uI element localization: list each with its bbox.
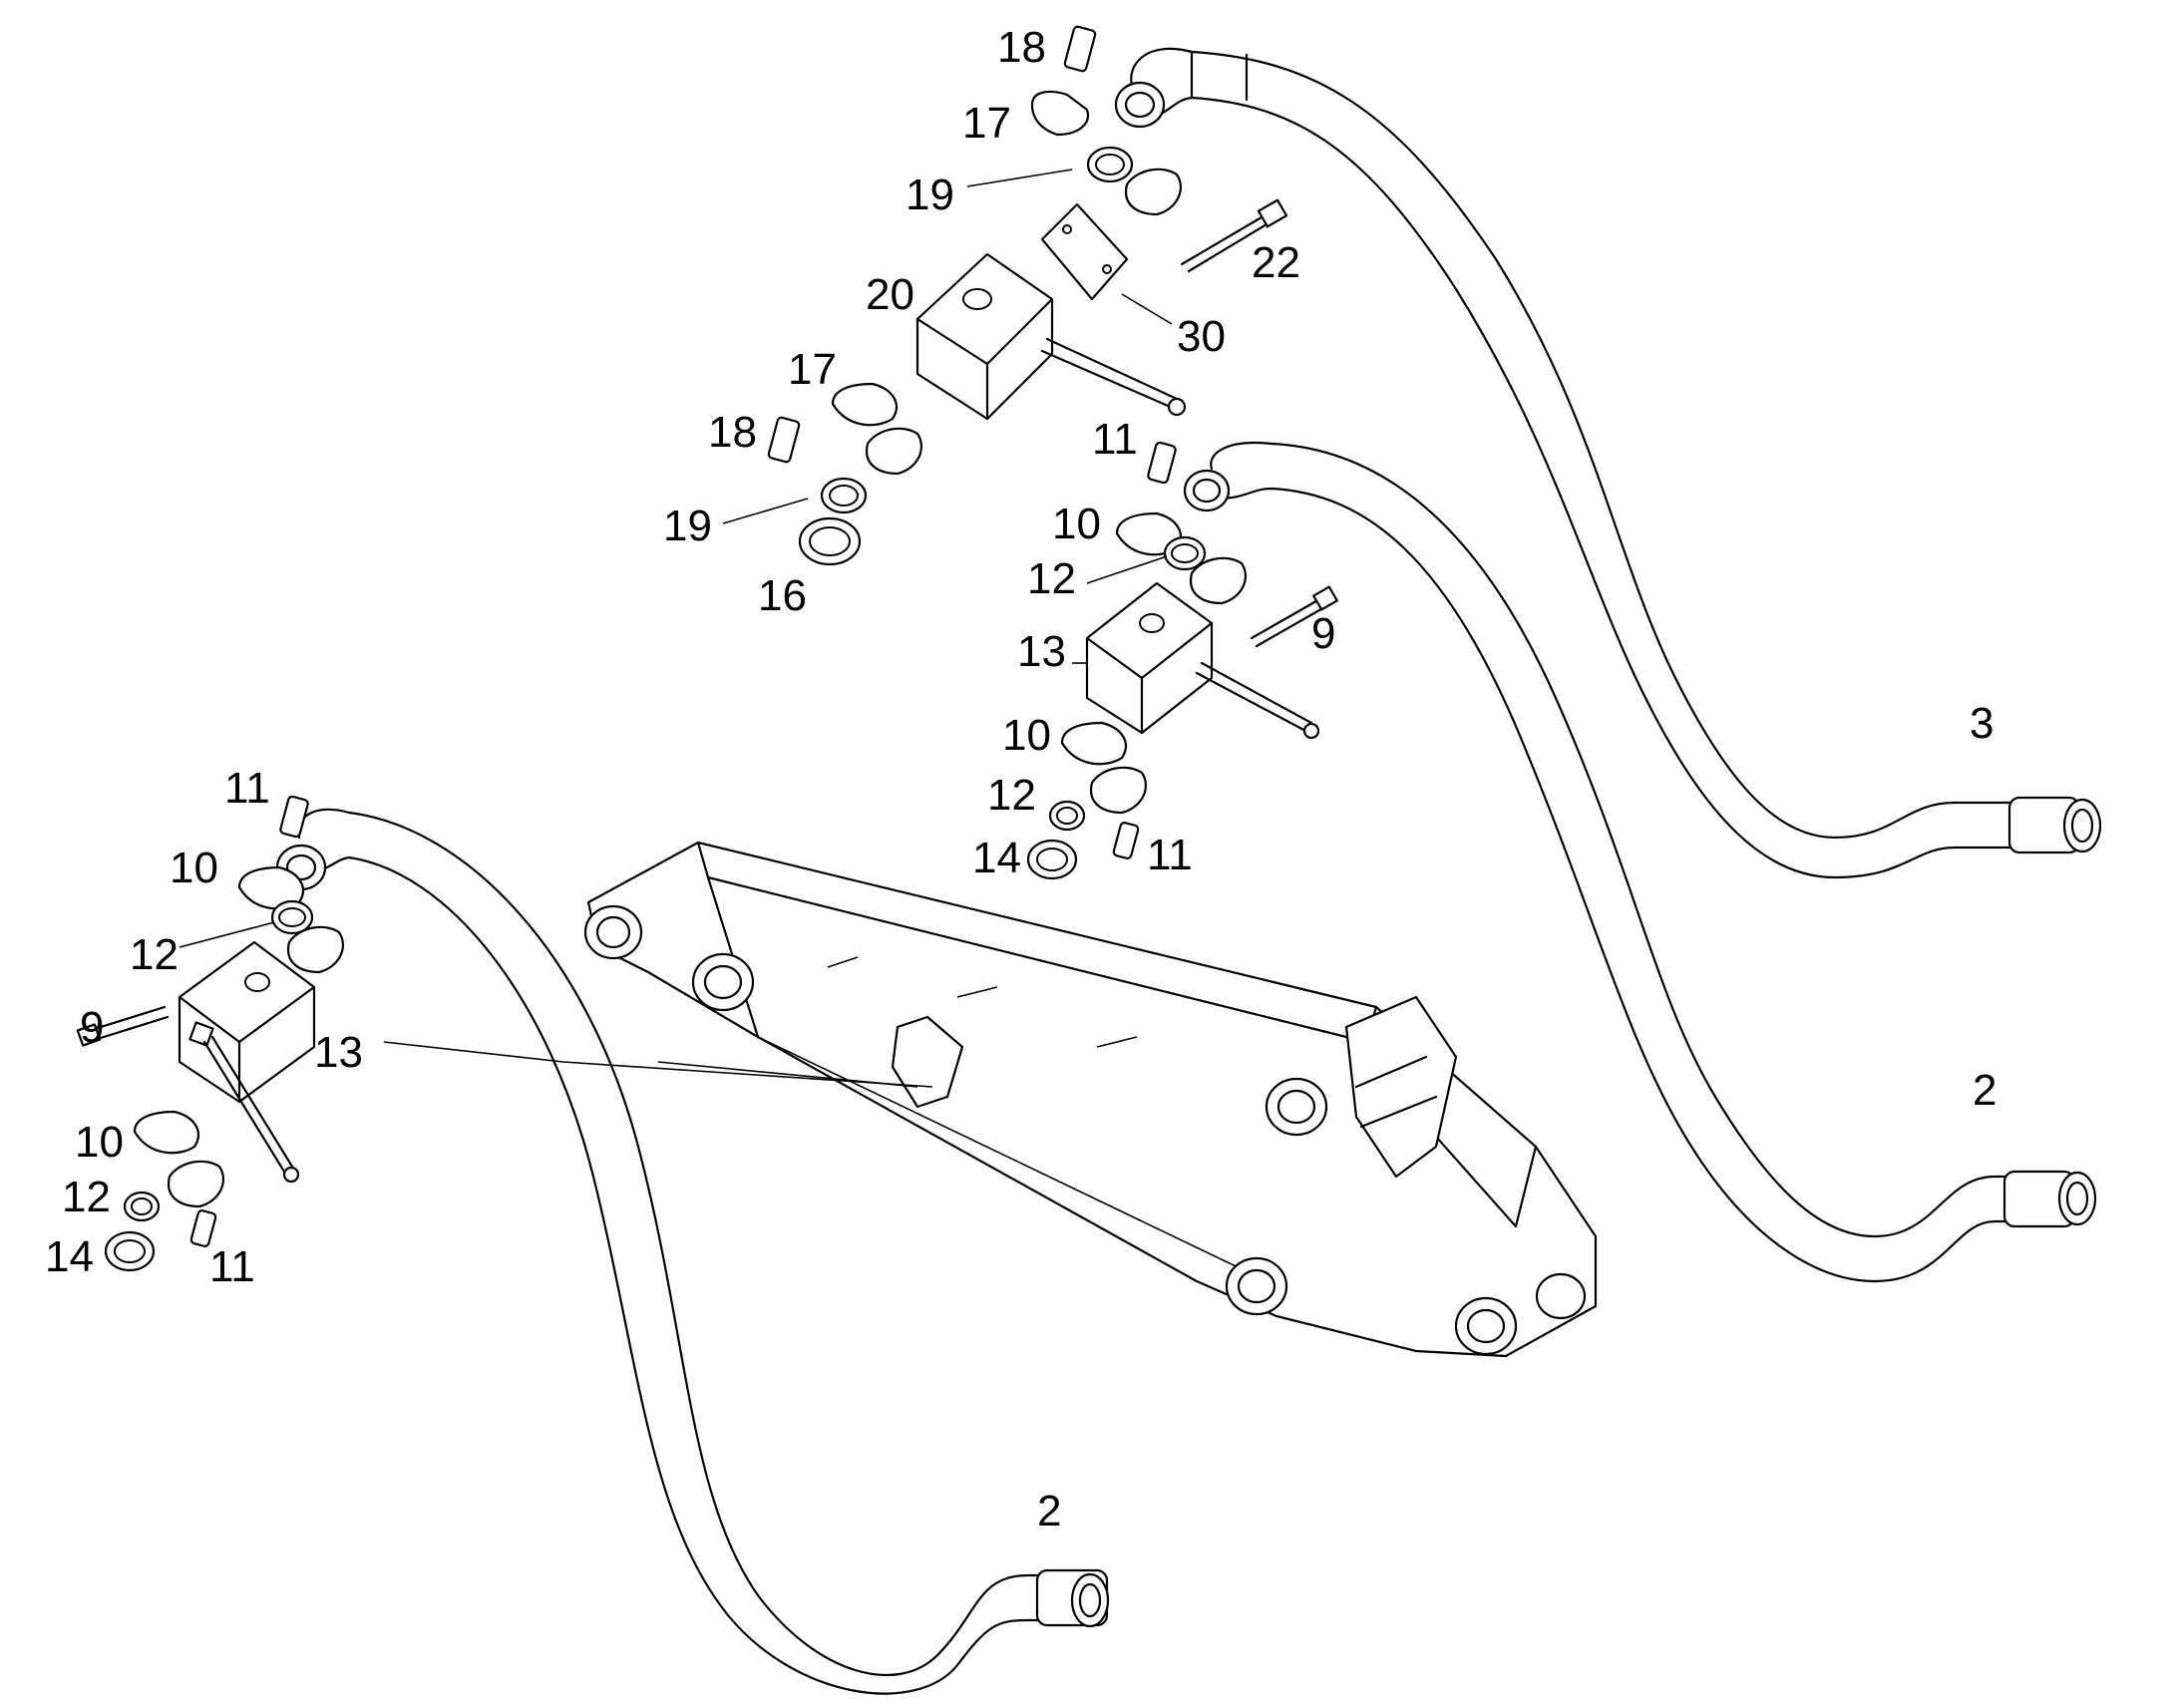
bolt-22 xyxy=(1180,198,1288,273)
hose-3 xyxy=(1114,47,2102,879)
callout-13: 13 xyxy=(1017,627,1066,676)
callout-19: 19 xyxy=(663,502,712,550)
callout-12: 12 xyxy=(130,930,179,979)
callout-14: 14 xyxy=(45,1232,94,1281)
callout-14: 14 xyxy=(972,834,1021,882)
callout-30: 30 xyxy=(1177,312,1226,361)
callout-16: 16 xyxy=(758,571,807,620)
callout-17: 17 xyxy=(788,345,837,394)
callout-10: 10 xyxy=(1052,500,1101,548)
hose-2-right xyxy=(1183,441,2097,1283)
callout-18: 18 xyxy=(708,408,757,457)
callout-11: 11 xyxy=(1092,415,1138,464)
callout-22: 22 xyxy=(1252,238,1300,287)
callout-labels: 18 17 19 22 20 30 17 18 19 16 11 10 12 9… xyxy=(45,23,1997,1536)
callout-13: 13 xyxy=(314,1028,363,1077)
hose-2-bottom xyxy=(275,808,1110,1695)
callout-17: 17 xyxy=(962,99,1011,148)
callout-9: 9 xyxy=(80,1003,104,1052)
left-valve-group xyxy=(76,795,345,1272)
callout-10: 10 xyxy=(170,844,218,892)
callout-12: 12 xyxy=(1027,554,1076,603)
callout-12: 12 xyxy=(62,1173,111,1221)
callout-11: 11 xyxy=(1147,831,1193,879)
callout-11: 11 xyxy=(224,764,270,813)
callout-2: 2 xyxy=(1037,1487,1061,1536)
callout-3: 3 xyxy=(1970,699,1994,748)
leader-lines xyxy=(179,169,1173,1088)
callout-18: 18 xyxy=(997,23,1046,72)
callout-11: 11 xyxy=(209,1242,255,1291)
callout-10: 10 xyxy=(75,1118,124,1167)
callout-9: 9 xyxy=(1311,609,1335,658)
middle-valve-group xyxy=(1026,441,1338,880)
callout-12: 12 xyxy=(987,771,1036,820)
callout-10: 10 xyxy=(1002,711,1051,760)
top-valve-group xyxy=(767,25,1288,566)
callout-2: 2 xyxy=(1973,1066,1997,1115)
callout-19: 19 xyxy=(906,171,954,219)
callout-20: 20 xyxy=(866,270,914,319)
boom-arm xyxy=(583,841,1598,1358)
